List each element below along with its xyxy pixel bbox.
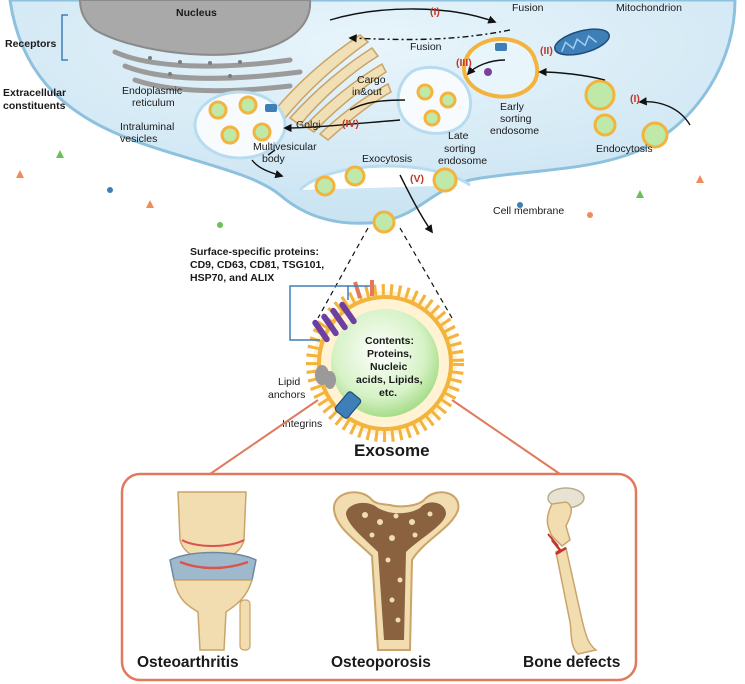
lipid-anchor [315,365,336,389]
exosome-core [331,309,439,417]
label-endocytosis: Endocytosis [596,143,653,155]
label-nucleus: Nucleus [176,7,217,19]
label-contents-4: acids, Lipids, [356,374,423,386]
exosome-detail [306,280,464,442]
extracellular-particles [16,150,704,228]
step-ii: (II) [540,45,553,57]
label-late-3: endosome [438,155,487,167]
label-contents-3: Nucleic [370,361,408,373]
label-mvb-1: Multivesicular [253,141,317,153]
osteoporosis-illustration [332,491,460,651]
pathway-arrows [251,8,691,234]
label-osteoarthritis: Osteoarthritis [137,654,239,671]
endoplasmic-reticulum [112,49,303,94]
label-intraluminal-2: vesicles [120,133,157,145]
label-fusion-top: Fusion [512,2,544,14]
label-er-2: reticulum [132,97,175,109]
step-markers: (I) (II) (III) (IV) (V) (I) [342,6,640,185]
label-integrins: Integrins [282,418,322,430]
label-bone-defects: Bone defects [523,654,620,671]
cell [8,0,737,234]
label-mitochondrion: Mitochondrion [616,2,682,14]
nucleus [78,0,312,56]
tetraspanin-protein [312,301,357,343]
late-sorting-endosome [396,65,472,135]
step-iii: (III) [456,57,472,69]
bone-defect-illustration [546,487,598,655]
surface-callout [289,285,349,341]
cell-labels: Nucleus Receptors Extracellular constitu… [3,2,682,217]
step-iv: (IV) [342,118,359,130]
label-extracellular-1: Extracellular [3,87,66,99]
label-golgi: Golgi [296,119,321,131]
label-osteoporosis: Osteoporosis [331,654,431,671]
disease-labels: Osteoarthritis Osteoporosis Bone defects [137,654,620,671]
label-surface-3: HSP70, and ALIX [190,272,274,284]
label-cargo-2: in&out [352,86,382,98]
integrin [334,391,362,419]
label-exosome: Exosome [354,441,430,460]
multivesicular-body [193,90,287,160]
step-i-right: (I) [630,93,640,105]
label-receptors: Receptors [5,38,57,50]
label-fusion-mid: Fusion [410,41,442,53]
surface-receptor [353,280,374,299]
mitochondrion [554,28,610,56]
label-early-2: sorting [500,113,532,125]
label-late-2: sorting [444,143,476,155]
receptors-bracket [61,14,68,61]
step-i-top: (I) [430,6,440,18]
early-sorting-endosome [462,36,540,99]
label-extracellular-2: constituents [3,100,66,112]
label-cell-membrane: Cell membrane [493,205,564,217]
label-contents-1: Contents: [365,335,414,347]
panel-connectors [209,399,561,475]
label-early-3: endosome [490,125,539,137]
label-late-1: Late [448,130,469,142]
label-surface-1: Surface-specific proteins: [190,246,319,258]
zoom-lines [317,227,453,319]
label-lipid-1: Lipid [278,376,300,388]
step-v: (V) [410,173,424,185]
label-mvb-2: body [262,153,286,165]
label-early-1: Early [500,101,525,113]
label-exocytosis: Exocytosis [362,153,412,165]
exocytosis-pocket [298,164,471,197]
golgi [273,34,392,141]
label-contents-2: Proteins, [367,348,412,360]
endocytosis-vesicles [584,79,669,149]
released-exosome [372,210,396,234]
label-surface-2: CD9, CD63, CD81, TSG101, [190,259,324,271]
knee-illustration [169,491,257,651]
label-contents-5: etc. [379,387,397,399]
label-er-1: Endoplasmic [122,85,182,97]
exosome-labels: Surface-specific proteins: CD9, CD63, CD… [190,246,430,460]
label-intraluminal-1: Intraluminal [120,121,174,133]
label-lipid-2: anchors [268,389,305,401]
label-cargo-1: Cargo [357,74,386,86]
